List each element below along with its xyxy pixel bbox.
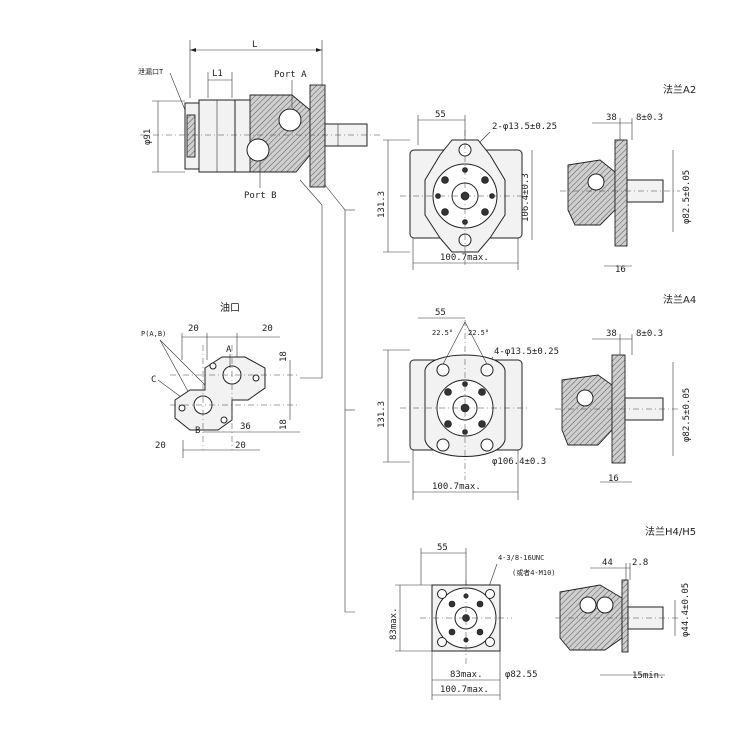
flange-h4-title: 法兰H4/H5 — [645, 525, 696, 538]
a4-angle-right: 22.5° — [468, 329, 489, 337]
port-view-title: 油口 — [220, 301, 240, 314]
a2-dim-55: 55 — [435, 110, 446, 120]
flange-a4-title: 法兰A4 — [663, 293, 696, 306]
dim-20-bottom-left: 20 — [155, 441, 166, 451]
b-label: B — [195, 426, 200, 436]
flange-h4h5-view: 法兰H4/H5 55 4-3/8-16UNC (或者4-M10) 83max. … — [389, 525, 696, 700]
a4-dim-55: 55 — [435, 308, 446, 318]
port-a-label: Port A — [274, 70, 307, 80]
a4-dim-106: φ106.4±0.3 — [492, 457, 546, 467]
a2-dim-100: 100.7max. — [440, 253, 489, 263]
dim-phi-91: φ91 — [143, 129, 153, 145]
a4-dim-16: 16 — [608, 474, 619, 484]
port-a-hole — [278, 108, 302, 132]
a4-dim-82: φ82.5±0.05 — [682, 388, 692, 442]
drain-port-label: 泄漏口T — [138, 67, 164, 76]
h4-dim-15: 15min. — [632, 671, 665, 681]
a4-dim-100: 100.7max. — [432, 482, 481, 492]
a4-dim-131: 131.3 — [377, 401, 387, 428]
flange-a2-title: 法兰A2 — [663, 83, 696, 96]
a2-dim-82: φ82.5±0.05 — [682, 170, 692, 224]
flange-a2-view: 法兰A2 55 2-φ13.5±0.25 131.3 106.4±0.3 — [377, 83, 696, 275]
h4-dim-83-left: 83max. — [389, 607, 399, 640]
dim-18-bottom: 18 — [279, 419, 289, 430]
dim-L: L — [252, 40, 257, 50]
port-b-hole — [246, 138, 270, 162]
a-label: A — [226, 345, 232, 355]
port-detail-view: 油口 20 20 P(A,B) C A B 18 18 36 — [141, 301, 300, 458]
a4-holes-spec: 4-φ13.5±0.25 — [494, 347, 559, 357]
a4-dim-38: 38 — [606, 329, 617, 339]
a4-dim-8: 8±0.3 — [636, 329, 663, 339]
port-b-label: Port B — [244, 191, 277, 201]
a2-dim-38: 38 — [606, 113, 617, 123]
a4-angle-left: 22.5° — [432, 329, 453, 337]
h4-dim-phi-44: φ44.4±0.05 — [681, 583, 691, 637]
dim-18-top: 18 — [279, 351, 289, 362]
dim-20-top-right: 20 — [262, 324, 273, 334]
h4-dim-100: 100.7max. — [440, 685, 489, 695]
h4-thread-spec: 4-3/8-16UNC — [498, 554, 544, 562]
a2-dim-131: 131.3 — [377, 191, 387, 218]
mount-flange — [309, 84, 326, 188]
h4-thread-alt: (或者4-M10) — [512, 568, 556, 577]
dim-L1: L1 — [212, 69, 223, 79]
flange-a4-view: 法兰A4 55 22.5° 22.5° 4-φ13.5±0.25 131.3 φ… — [377, 293, 696, 500]
dim-36: 36 — [240, 422, 251, 432]
main-side-view: L L1 泄漏口T φ91 Port A Port B — [138, 40, 380, 613]
a2-dim-8: 8±0.3 — [636, 113, 663, 123]
c-label: C — [151, 375, 156, 385]
dim-20-top-left: 20 — [188, 324, 199, 334]
a2-dim-106: 106.4±0.3 — [521, 173, 531, 222]
h4-dim-44: 44 — [602, 558, 613, 568]
h4-dim-phi-82-55: φ82.55 — [505, 670, 538, 680]
dim-20-bottom-right: 20 — [235, 441, 246, 451]
p-label: P(A,B) — [141, 330, 166, 338]
a2-dim-16: 16 — [615, 265, 626, 275]
h4-dim-55: 55 — [437, 543, 448, 553]
h4-dim-83-bottom: 83max. — [450, 670, 483, 680]
h4-dim-2-8: 2.8 — [632, 558, 648, 568]
a2-holes-spec: 2-φ13.5±0.25 — [492, 122, 557, 132]
